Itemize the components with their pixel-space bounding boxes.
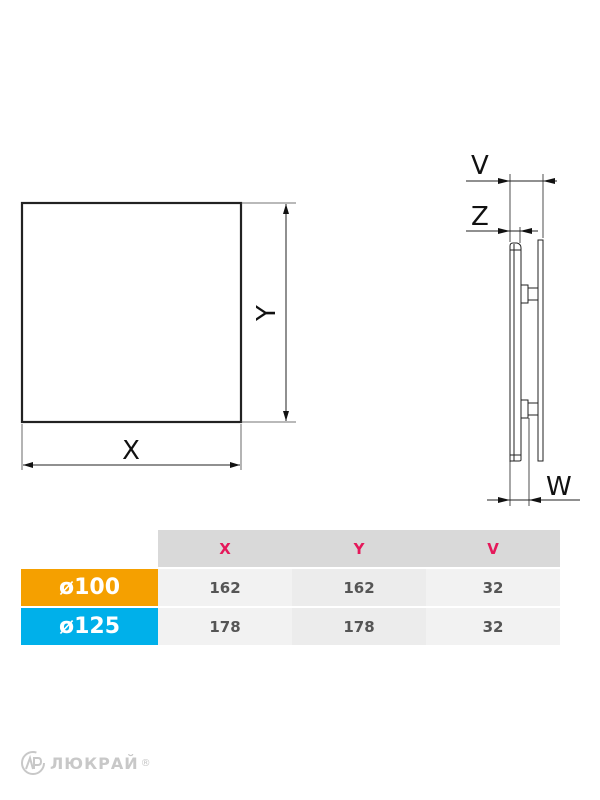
logo-name: ЛЮКРАЙ (50, 753, 139, 773)
value-y: 178 (292, 608, 426, 645)
back-plate (509, 242, 522, 462)
table-row: ø125 178 178 32 (21, 608, 560, 645)
side-view (466, 174, 580, 506)
v-dimension-label: V (471, 151, 489, 181)
size-label-100: ø100 (21, 569, 158, 606)
logo-emblem-icon (21, 751, 45, 775)
size-label-125: ø125 (21, 608, 158, 645)
connector-bottom (520, 399, 529, 419)
header-y: Y (292, 530, 426, 567)
brand-logo: ЛЮКРАЙ ® (20, 750, 151, 776)
front-panel (537, 239, 544, 462)
connector-top (520, 284, 529, 304)
value-v: 32 (426, 569, 560, 606)
front-view: Y X (20, 201, 296, 470)
x-dimension-label: X (122, 436, 140, 466)
dimensions-table: X Y V ø100 162 162 32 ø125 178 178 32 (21, 530, 560, 647)
value-x: 162 (158, 569, 292, 606)
registered-mark: ® (140, 757, 151, 769)
panel-outline (20, 201, 243, 424)
header-x: X (158, 530, 292, 567)
technical-drawing: Y X V (20, 151, 580, 506)
value-y: 162 (292, 569, 426, 606)
value-v: 32 (426, 608, 560, 645)
w-dimension-label: W (546, 472, 572, 502)
value-x: 178 (158, 608, 292, 645)
table-header-row: X Y V (21, 530, 560, 567)
y-dimension-label: Y (252, 305, 282, 322)
table-row: ø100 162 162 32 (21, 569, 560, 606)
header-v: V (426, 530, 560, 567)
z-dimension-label: Z (471, 202, 489, 232)
